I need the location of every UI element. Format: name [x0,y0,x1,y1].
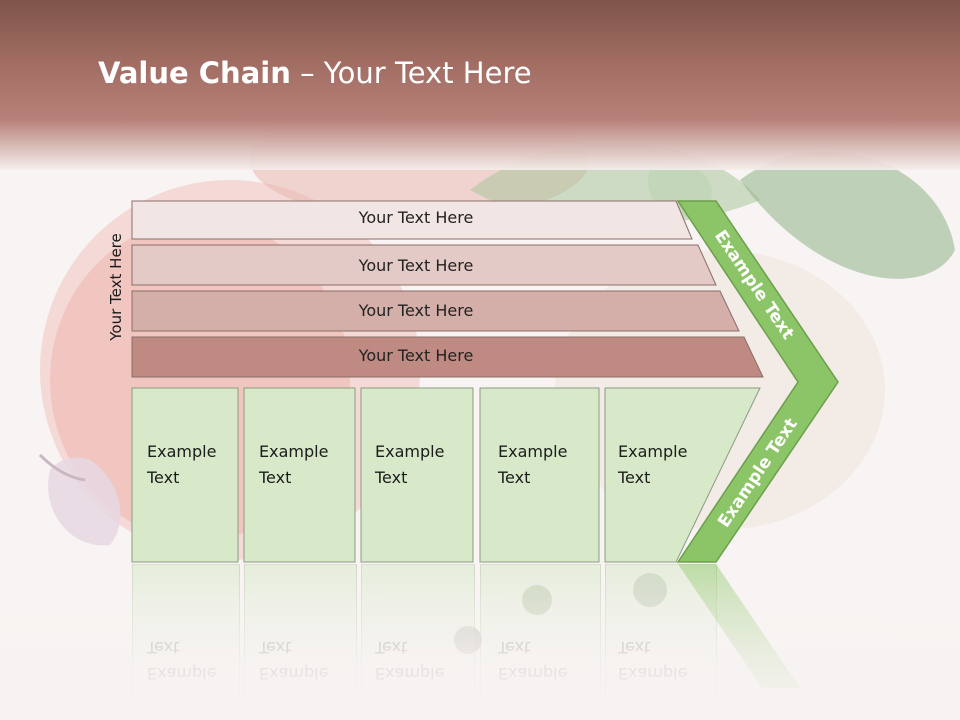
row-label-3: Your Text Here [358,301,474,320]
reflection-fade [0,564,960,720]
row-bar-1 [131,200,693,240]
row-bar-3 [131,290,740,332]
row-label-1: Your Text Here [358,208,474,227]
row-bar-2 [131,244,717,286]
box-1-line-1: Example [147,442,217,461]
box-3-line-1: Example [375,442,445,461]
box-5-line-1: Example [618,442,688,461]
box-4-line-2: Text [498,468,531,487]
row-label-4: Your Text Here [358,346,474,365]
activity-box-5 [604,387,761,563]
side-label: Your Text Here [107,233,125,341]
title-bold: Value Chain [98,56,291,90]
box-4-line-1: Example [498,442,568,461]
box-3-line-2: Text [375,468,408,487]
header-band [0,0,960,170]
box-2-line-1: Example [259,442,329,461]
activity-box-3 [360,387,474,563]
box-1-line-2: Text [147,468,180,487]
box-5-line-2: Text [618,468,651,487]
row-label-2: Your Text Here [358,256,474,275]
box-2-line-2: Text [259,468,292,487]
margin-chevron [676,200,839,563]
slide-title: Value Chain – Your Text Here [98,56,532,90]
activity-box-2 [243,387,356,563]
activity-box-4 [479,387,600,563]
activity-box-1 [131,387,239,563]
title-rest: – Your Text Here [290,56,532,90]
row-bar-4 [131,336,764,378]
